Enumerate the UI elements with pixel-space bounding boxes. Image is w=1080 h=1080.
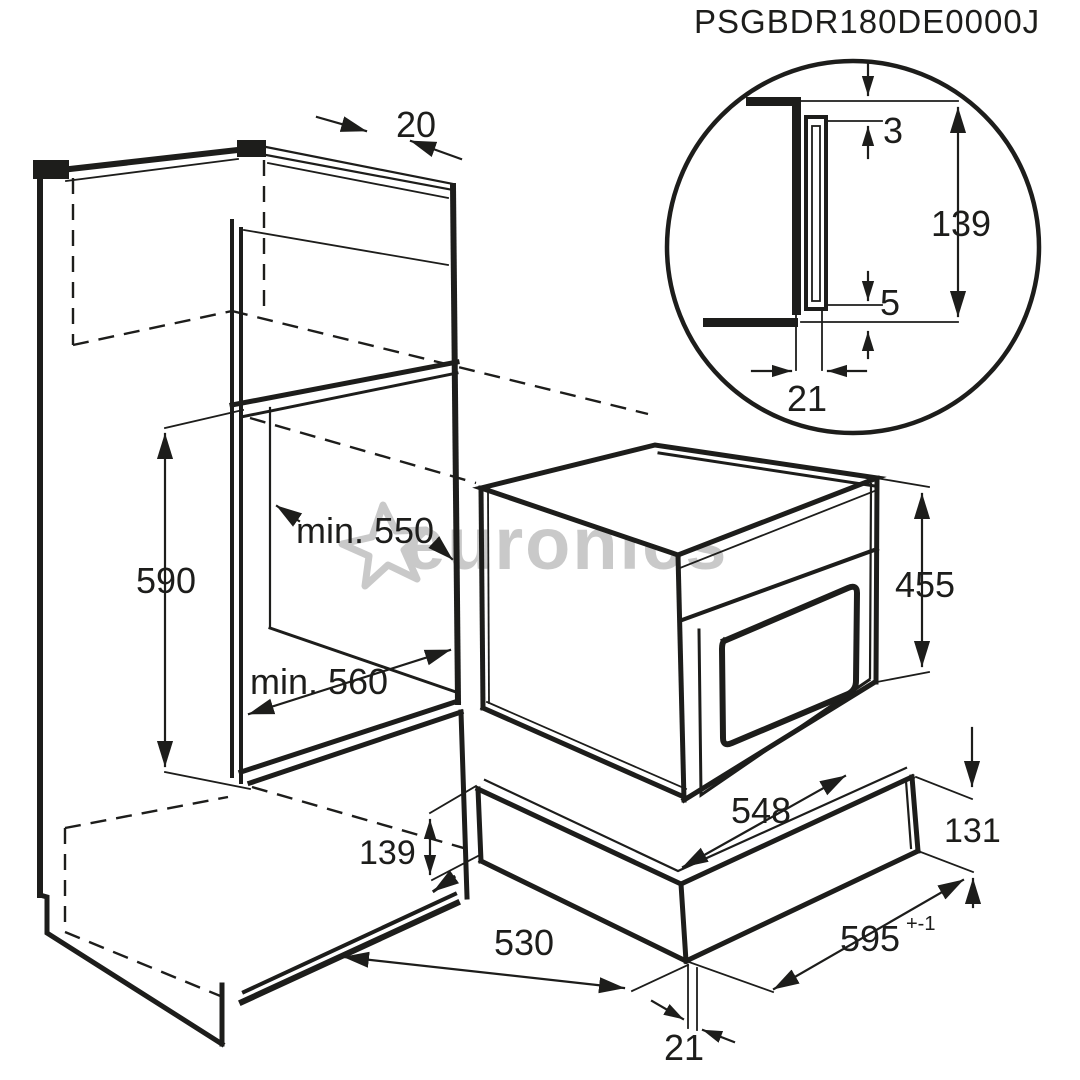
dim-plinth-drawer-height-label: 131 [944,812,1001,850]
dim-niche-depth-label: min. 550 [296,510,434,551]
detail-circle: 3 139 5 21 [664,58,1042,436]
drawer-left-edge [475,786,484,864]
detail-top-clearance-label: 3 [883,110,903,151]
niche-ceiling-edge [229,359,460,408]
cabinet-right-edge [449,182,462,706]
dim-front-panel-height-label: 139 [359,834,416,872]
drawer-right-edge [909,774,921,854]
detail-appliance-plate [804,115,828,311]
oven-unit [472,442,887,804]
dim-plinth-drawer-height: 131 [914,726,1001,909]
base-bottom-edge [238,899,461,1006]
detail-front-panel-height-label: 139 [931,203,991,244]
oven-left-edge [478,485,486,711]
oven-door-window [718,583,861,748]
niche-floor-edge [237,697,462,776]
plinth-edge [36,891,226,1048]
detail-panel-depth-offset-label: 21 [787,378,827,419]
detail-shelf [703,318,798,327]
detail-top-panel [746,97,800,106]
dim-bottom-depth-label: 530 [494,922,554,963]
tall-cabinet [33,140,649,1048]
drawer-front-corner-edge [678,881,689,964]
drawer-bottom-left-edge [477,857,690,965]
dim-front-offset-label: 21 [664,1027,704,1068]
top-edge-cap-mid [237,140,266,157]
control-panel-band [679,546,880,623]
base-right-edge [458,709,470,900]
top-panel-strip [264,145,455,186]
dim-niche-height: 590 [136,408,252,791]
dim-niche-width-label: min. 560 [250,661,388,702]
dim-appliance-width-tolerance: +-1 [906,913,935,935]
dim-top-panel: 20 [315,104,463,161]
hidden-lines [63,160,649,1002]
dim-bottom-depth: 530 [342,922,690,994]
oven-right-edge [873,475,880,685]
detail-bottom-clearance-label: 5 [880,282,900,323]
dim-niche-height-label: 590 [136,560,196,601]
dim-appliance-height: 455 [874,476,955,684]
oven-front-corner-edge [675,552,687,803]
watermark-star-icon [338,501,430,590]
dim-front-offset: 21 [650,964,736,1068]
dim-front-panel-height: 139 [359,784,480,894]
dim-appliance-depth: 548 [681,774,847,869]
oven-bottom-left-edge [479,704,688,801]
detail-front-panel [792,97,801,315]
model-number: PSGBDR180DE0000J [694,3,1040,40]
dim-niche-depth: min. 550 [275,504,454,561]
dim-appliance-height-label: 455 [895,564,955,605]
dim-top-panel-label: 20 [396,104,436,145]
dim-appliance-width: 595 +-1 [684,878,965,994]
dim-appliance-depth-label: 548 [731,790,791,831]
dim-niche-width: min. 560 [247,648,452,716]
detail-circle-outline [664,58,1042,436]
dim-appliance-width-label: 595 [840,918,900,959]
